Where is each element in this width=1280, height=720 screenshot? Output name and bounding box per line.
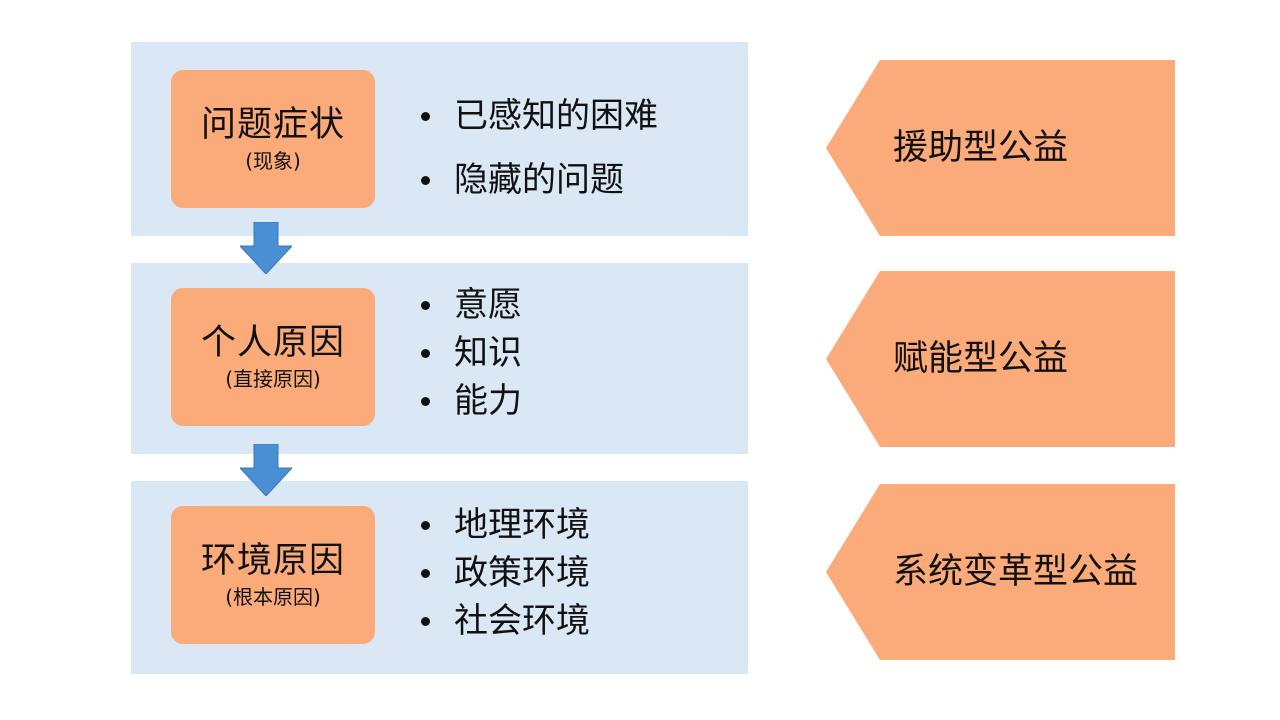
chevron-label-empower: 赋能型公益: [893, 339, 1069, 379]
list-item: 政策环境: [421, 549, 590, 597]
cause-subtitle: (现象): [245, 149, 301, 173]
down-arrow-icon: [240, 444, 292, 496]
bullet-text: 已感知的困难: [454, 96, 658, 136]
list-item: 地理环境: [421, 501, 590, 549]
bullet-text: 社会环境: [454, 601, 590, 641]
bullet-list-environment: 地理环境 政策环境 社会环境: [421, 501, 590, 645]
bullet-dot-icon: [421, 175, 430, 185]
list-item: 意愿: [421, 281, 522, 329]
cause-box-symptoms: 问题症状 (现象): [171, 70, 375, 208]
cause-subtitle: (直接原因): [225, 367, 321, 391]
bullet-dot-icon: [421, 348, 430, 358]
bullet-text: 隐藏的问题: [454, 160, 624, 200]
down-arrow-icon: [240, 222, 292, 274]
list-item: 已感知的困难: [421, 84, 658, 148]
bullet-dot-icon: [421, 300, 430, 310]
bullet-list-personal: 意愿 知识 能力: [421, 281, 522, 425]
row-band-symptoms: 问题症状 (现象) 已感知的困难 隐藏的问题: [131, 42, 748, 236]
chevron-label-systemic: 系统变革型公益: [893, 552, 1139, 592]
chevron-shape-systemic: [826, 484, 1175, 660]
bullet-text: 能力: [454, 381, 522, 421]
cause-box-environment: 环境原因 (根本原因): [171, 506, 375, 644]
cause-title: 环境原因: [200, 541, 345, 581]
bullet-text: 知识: [454, 333, 522, 373]
bullet-dot-icon: [421, 396, 430, 406]
cause-title: 个人原因: [200, 323, 345, 363]
list-item: 知识: [421, 329, 522, 377]
list-item: 隐藏的问题: [421, 148, 658, 212]
cause-title: 问题症状: [200, 105, 345, 145]
cause-subtitle: (根本原因): [225, 585, 321, 609]
bullet-text: 意愿: [454, 285, 522, 325]
row-band-environment: 环境原因 (根本原因) 地理环境 政策环境 社会环境: [131, 481, 748, 674]
bullet-text: 政策环境: [454, 553, 590, 593]
chevron-shape-aid: [826, 60, 1175, 236]
row-band-personal: 个人原因 (直接原因) 意愿 知识 能力: [131, 263, 748, 454]
cause-box-personal: 个人原因 (直接原因): [171, 288, 375, 426]
bullet-dot-icon: [421, 520, 430, 530]
bullet-list-symptoms: 已感知的困难 隐藏的问题: [421, 84, 658, 212]
bullet-dot-icon: [421, 111, 430, 121]
bullet-dot-icon: [421, 616, 430, 626]
chevron-label-aid: 援助型公益: [893, 128, 1069, 168]
chevron-shape-empower: [826, 271, 1175, 447]
bullet-text: 地理环境: [454, 505, 590, 545]
list-item: 社会环境: [421, 597, 590, 645]
list-item: 能力: [421, 377, 522, 425]
bullet-dot-icon: [421, 568, 430, 578]
